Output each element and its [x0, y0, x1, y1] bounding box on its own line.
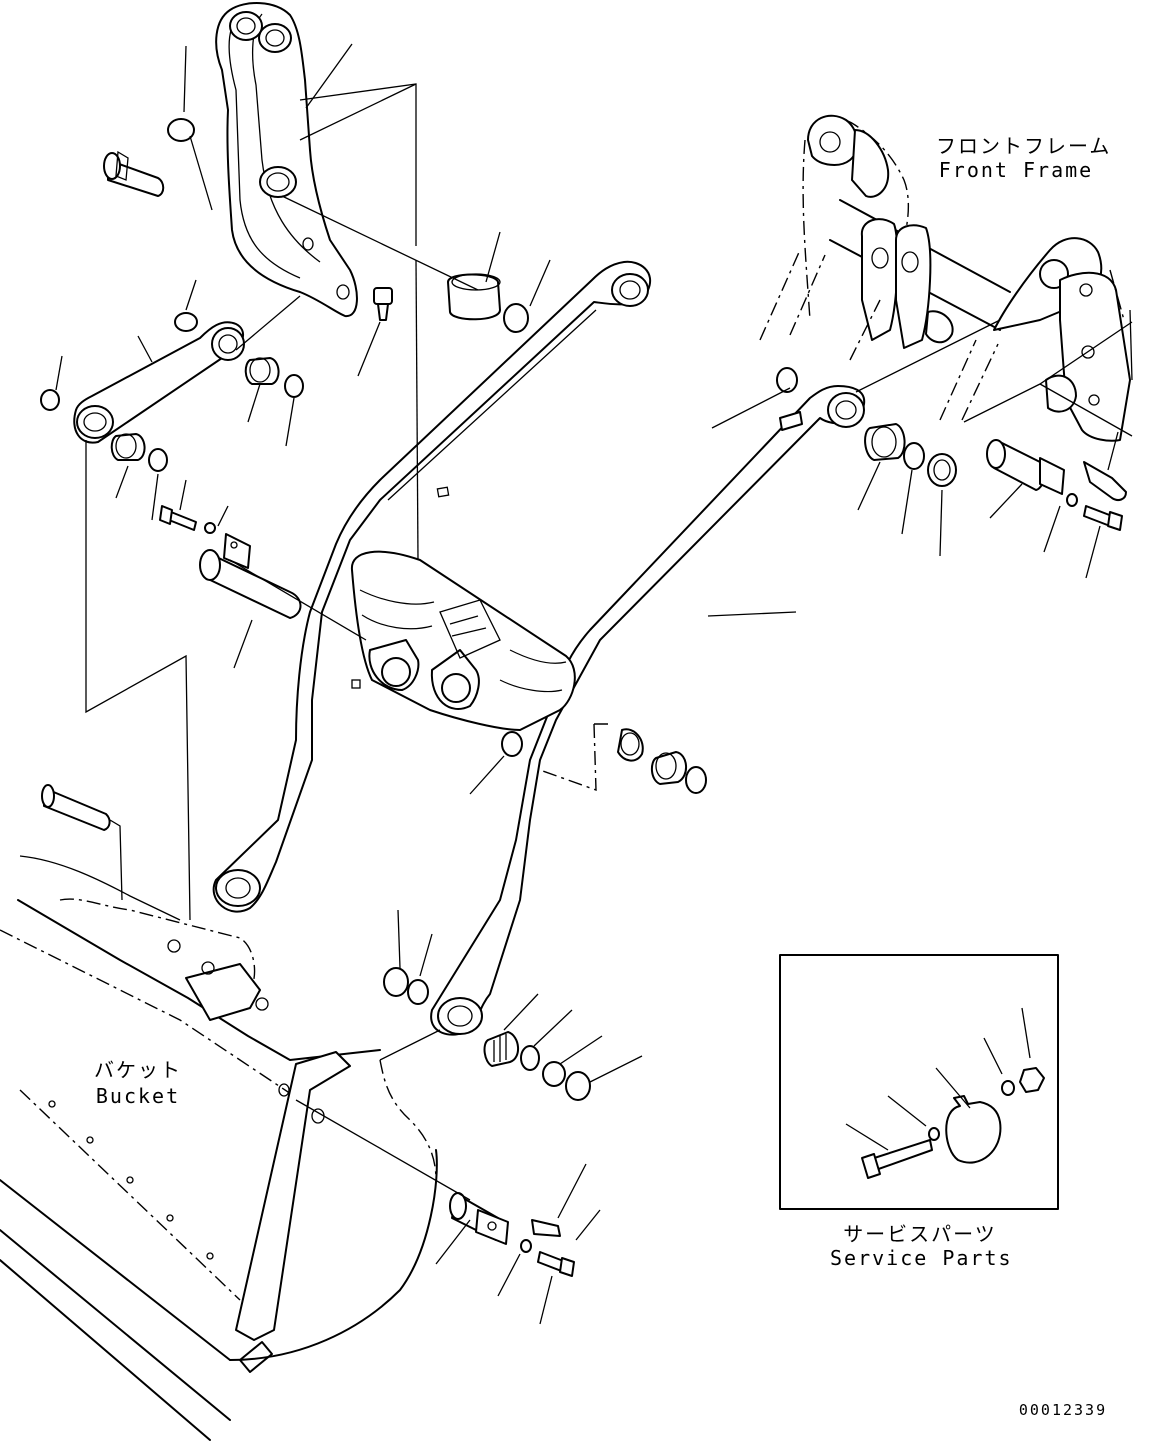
- grease-fitting: [373, 287, 393, 321]
- bushing-link: [244, 357, 280, 385]
- bolt-right: [1083, 505, 1123, 531]
- bushing-arm: [617, 728, 644, 762]
- washer: [204, 522, 216, 534]
- shim-inner: [933, 459, 951, 481]
- bell-crank: [215, 2, 358, 318]
- seal-ring: [407, 979, 429, 1005]
- washer: [1066, 493, 1078, 507]
- seal-ring: [284, 374, 304, 398]
- bushing-right: [864, 423, 906, 461]
- bucket-label-en: Bucket: [95, 1084, 181, 1108]
- lift-arm-left: [212, 260, 651, 913]
- seal-ring: [520, 1045, 540, 1071]
- seal-ring: [503, 303, 529, 333]
- front-frame: [759, 114, 1133, 442]
- shim: [927, 453, 957, 487]
- service-parts-box: [779, 954, 1059, 1210]
- front-frame-label-en: Front Frame: [938, 158, 1094, 182]
- nameplate: [351, 679, 361, 689]
- washer: [520, 1239, 532, 1253]
- seal-ring: [174, 312, 198, 332]
- front-frame-label-ja: フロントフレーム: [936, 134, 1112, 158]
- bolt-bucket: [537, 1251, 575, 1277]
- tilt-link: [73, 321, 245, 444]
- nameplate: [436, 486, 450, 498]
- bushing-link-2: [110, 433, 146, 461]
- seal-ring: [148, 448, 168, 472]
- bolt: [159, 505, 197, 531]
- clip: [779, 411, 803, 431]
- seal-ring: [40, 389, 60, 411]
- leader-lines: [55, 43, 1119, 1325]
- service-parts-label-ja: サービスパーツ: [843, 1222, 997, 1246]
- grease-fitting-bucket: [531, 1219, 561, 1237]
- seal-ring: [501, 731, 523, 757]
- bushing-arm-2: [650, 751, 687, 785]
- grease-fitting-right: [1083, 461, 1127, 501]
- pin-main: [199, 533, 302, 619]
- bushing-bucket: [483, 1031, 519, 1067]
- seal-ring: [383, 967, 409, 997]
- pin-upper: [103, 150, 165, 197]
- seal-ring: [776, 367, 798, 393]
- shim: [542, 1061, 566, 1087]
- reference-lines: [85, 83, 1133, 1241]
- cross-tube: [350, 550, 576, 731]
- seal-ring: [167, 118, 195, 142]
- pin-bucket: [449, 1192, 509, 1245]
- bucket-label-ja: バケット: [94, 1058, 182, 1082]
- document-number: 00012339: [1018, 1401, 1108, 1419]
- seal-ring: [565, 1071, 591, 1101]
- pin-right: [986, 439, 1065, 495]
- service-parts-label-en: Service Parts: [830, 1246, 1013, 1270]
- seal-ring: [685, 766, 707, 794]
- bucket: [0, 784, 438, 1441]
- seal-ring: [903, 442, 925, 470]
- bushing-upper: [447, 273, 501, 321]
- lift-arm-right: [430, 385, 866, 1036]
